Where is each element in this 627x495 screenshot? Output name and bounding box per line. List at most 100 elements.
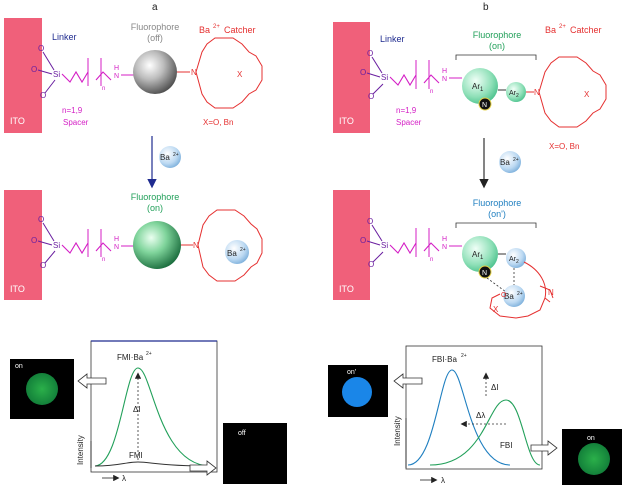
oxygen-atom: O [31,236,37,245]
amine-h: H [114,65,119,72]
subscript-n: n [430,89,433,95]
silicon-atom: Si [53,241,60,250]
ba-ion-sup: 2+ [173,152,179,158]
intensity-axis-label: Intensity [76,435,85,465]
oxygen-atom: O [367,49,373,58]
subscript-n: n [430,257,433,263]
panel-b-spectrum: Δλ ΔI FBI·Ba 2+ FBI Intensity λ [393,345,543,485]
spacer-label: Spacer [396,118,422,127]
spectrum-frame [405,345,543,470]
chelated-ba-label: Ba [504,292,514,301]
fluorophore-bracket [455,54,537,60]
crown-x: X [237,70,243,79]
fluorophore-bracket [455,222,537,228]
oxygen-atom: O [360,68,366,77]
complex-emission-curve [407,369,511,466]
ito-label: ITO [339,284,354,294]
intensity-axis-label: Intensity [393,416,402,446]
linker-label: Linker [52,32,77,42]
oxygen-atom: O [367,217,373,226]
ba-ion-sup: 2+ [513,157,519,163]
off-label: off [238,430,246,437]
ba-catcher-ba: Ba [545,25,556,35]
complex-label: FMI·Ba [117,353,144,362]
on-label: on [587,435,595,442]
panel-a-spectrum: ΔI FMI·Ba 2+ FMI Intensity λ [76,340,218,483]
fluorophore-on-state: (on) [489,41,505,51]
panel-a-bottom-molecule: ITO O O O Si n H N Fluorophore (on) N Ba… [4,190,263,300]
on-label: on [15,363,23,370]
ito-electrode [4,18,42,133]
delta-i-label: ΔI [491,383,499,392]
complex-emission-curve [94,367,211,467]
fluorophore-on2-state: (on') [488,209,506,219]
subscript-n: n [102,257,105,263]
ar1-n-label: N [482,270,487,277]
panel-a-top-molecule: ITO O O O Si Linker n H N n=1,9 Spacer F… [4,18,263,133]
fluorophore-on-state: (on) [147,203,163,213]
ar2-sphere [506,248,526,268]
panel-a-label: a [152,2,158,13]
chelated-ba-sphere [503,285,525,307]
amine-n: N [114,244,119,251]
oxygen-atom: O [368,260,374,269]
ar2-sphere [506,82,526,102]
free-label: FMI [129,451,143,460]
free-emission-curve [94,461,211,467]
crown-n: N [193,241,199,250]
ito-label: ITO [339,116,354,126]
ar1-sphere [462,68,498,104]
oxygen-atom: O [40,261,46,270]
bound-ba-sup: 2+ [240,247,246,253]
ba-ion-label: Ba [160,153,170,162]
ba-catcher-sup: 2+ [559,24,566,30]
oxygen-atom: O [31,65,37,74]
delta-lambda-label: Δλ [476,411,485,420]
amine-h: H [114,236,119,243]
crown-ether-complex [197,209,263,282]
ito-electrode [333,190,370,300]
oxygen-atom: O [360,236,366,245]
spacer-label: Spacer [63,118,89,127]
crown-ether-complex [489,261,554,319]
fluorophore-on2-title: Fluorophore [473,198,522,208]
ba-ion-sphere [499,151,521,173]
oxygen-atom: O [38,44,44,53]
ar1-sphere [462,236,498,272]
hollow-arrow-left [77,373,107,389]
free-label: FBI [500,441,512,450]
fluorophore-on-sphere [133,221,181,269]
lambda-axis-label: λ [441,476,445,485]
silicon-atom: Si [381,241,388,250]
delta-i-label: ΔI [133,405,141,414]
amine-n: N [114,73,119,80]
hollow-arrow-right [189,460,217,476]
x-options: X=O, Bn [203,118,233,127]
ba-catcher-label: Catcher [570,25,602,35]
oxygen-atom: O [368,92,374,101]
fluorophore-off-sphere [133,50,177,94]
ba-ion-sphere [159,146,181,168]
complex-sup: 2+ [146,351,152,357]
crown-n: N [534,88,540,97]
amine-n: N [442,76,447,83]
chelated-ba-sup: 2+ [517,291,523,297]
fluorophore-off-state: (off) [147,33,163,43]
ito-label: ITO [10,284,25,294]
amine-n: N [442,244,447,251]
ar1-n-label: N [482,102,487,109]
crown-n: N [548,288,554,297]
fluorophore-on-title: Fluorophore [473,30,522,40]
subscript-n: n [102,86,105,92]
crown-o: O [501,292,507,299]
x-options: X=O, Bn [549,142,579,151]
on-prime-label: on' [347,369,356,376]
amine-h: H [442,68,447,75]
ito-electrode [4,190,42,300]
spacer-n-range: n=1,9 [62,106,83,115]
crown-ether-catcher [538,56,607,128]
panel-b-bottom-molecule: ITO O O O Si n H N Fluorophore (on') Ar1… [333,190,554,319]
blue-fluorescence-spot [342,377,372,407]
green-fluorescence-spot [26,373,58,405]
bound-ba-label: Ba [227,249,237,258]
